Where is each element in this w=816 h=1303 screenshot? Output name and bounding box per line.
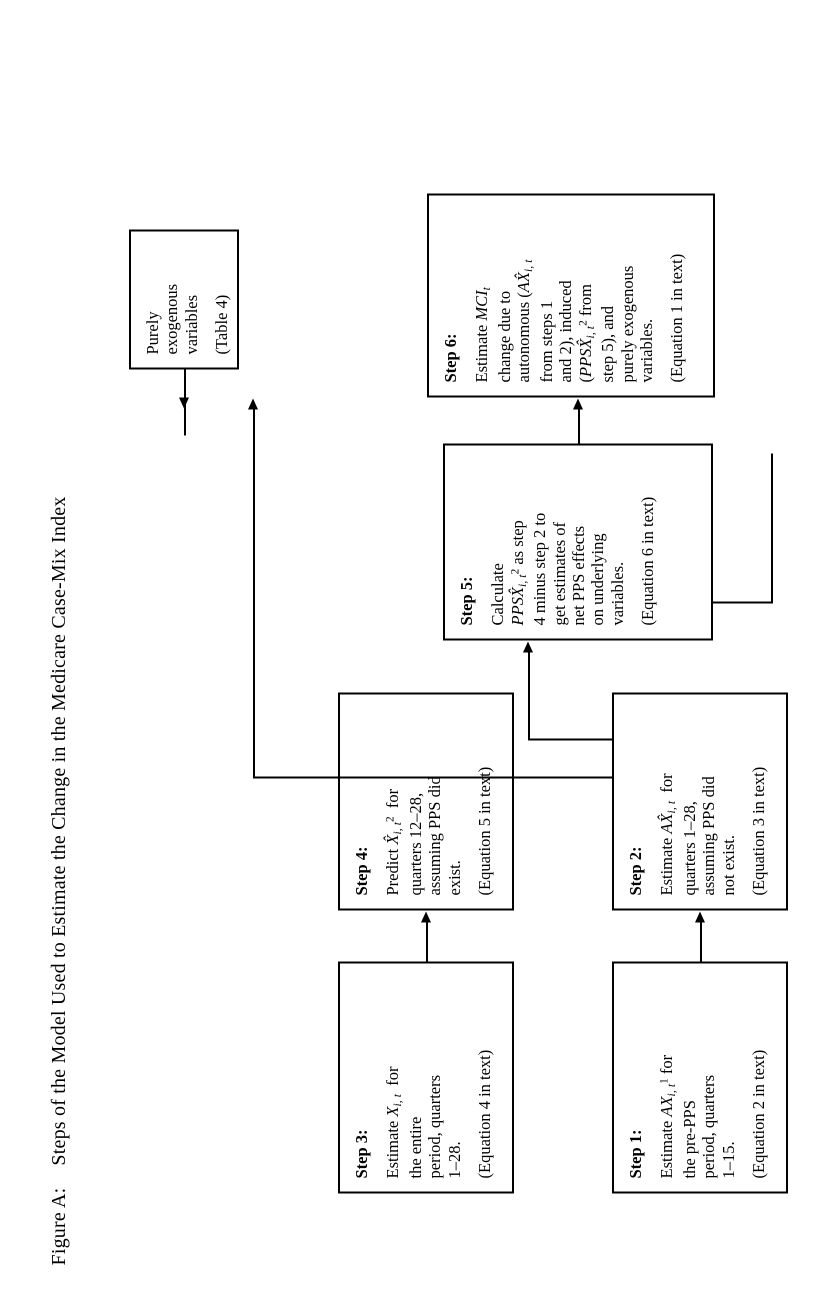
step-3-title: Step 3: <box>352 1128 371 1178</box>
step-2-title: Step 2: <box>626 845 645 895</box>
box-step-1: Step 1: Estimate AXi, t1 for the pre-PPS… <box>612 961 788 1193</box>
arrow-step1-to-step2-line <box>700 920 702 961</box>
step-6-body: Estimate MCIt change due to autonomous (… <box>472 258 656 382</box>
box-step-4: Step 4: Predict X̂i, t2 for quarters 12–… <box>338 692 514 910</box>
figure-caption: Figure A: Steps of the Model Used to Esti… <box>48 496 71 1265</box>
box-step-5: Step 5: Calculate PPSX̂i, t2 as step 4 m… <box>443 443 713 640</box>
figure-label: Figure A: <box>48 1187 70 1265</box>
arrow-step2-to-step5-horizontal <box>528 650 530 740</box>
arrow-step2-to-step6-vertical <box>253 776 613 778</box>
arrow-step2-to-step5-vertical <box>528 738 614 740</box>
step-5-equation-note: (Equation 6 in text) <box>637 496 657 625</box>
step-4-equation-note: (Equation 5 in text) <box>474 766 494 895</box>
box-step-6: Step 6: Estimate MCIt change due to auto… <box>427 193 715 397</box>
step-6-title: Step 6: <box>441 332 460 382</box>
arrow-step2-to-step6-head <box>247 398 258 409</box>
arrow-step5-to-step6-line <box>578 408 580 443</box>
step-6-equation-note: (Equation 1 in text) <box>667 253 687 382</box>
step-4-body: Predict X̂i, t2 for quarters 12–28,assum… <box>383 775 464 895</box>
arrow-step2-to-step6-horizontal <box>253 408 255 778</box>
step-5-title: Step 5: <box>457 575 476 625</box>
arrow-step4-to-step5-vertical <box>713 601 773 603</box>
arrow-step3-to-step4-line <box>426 920 428 961</box>
box-step-2: Step 2: Estimate AX̂i, t for quarters 1–… <box>612 692 788 910</box>
arrow-step4-to-step5-horizontal <box>771 453 773 603</box>
arrow-exogenous-to-step6-head <box>178 397 189 408</box>
step-5-body: Calculate PPSX̂i, t2 as step 4 minus ste… <box>488 512 627 625</box>
arrow-step1-to-step2-head <box>694 911 705 922</box>
step-1-title: Step 1: <box>626 1128 645 1178</box>
step-3-equation-note: (Equation 4 in text) <box>474 1049 494 1178</box>
step-2-equation-note: (Equation 3 in text) <box>748 766 768 895</box>
arrow-step3-to-step4-head <box>420 911 431 922</box>
step-4-title: Step 4: <box>352 845 371 895</box>
step-1-equation-note: (Equation 2 in text) <box>748 1049 768 1178</box>
step-2-body: Estimate AX̂i, t for quarters 1–28,assum… <box>657 772 738 895</box>
arrow-step2-to-step5-head <box>522 641 533 652</box>
arrow-step5-to-step6-head <box>572 398 583 409</box>
exogenous-table-note: (Table 4) <box>211 294 231 354</box>
figure-title-text: Steps of the Model Used to Estimate the … <box>48 495 70 1166</box>
